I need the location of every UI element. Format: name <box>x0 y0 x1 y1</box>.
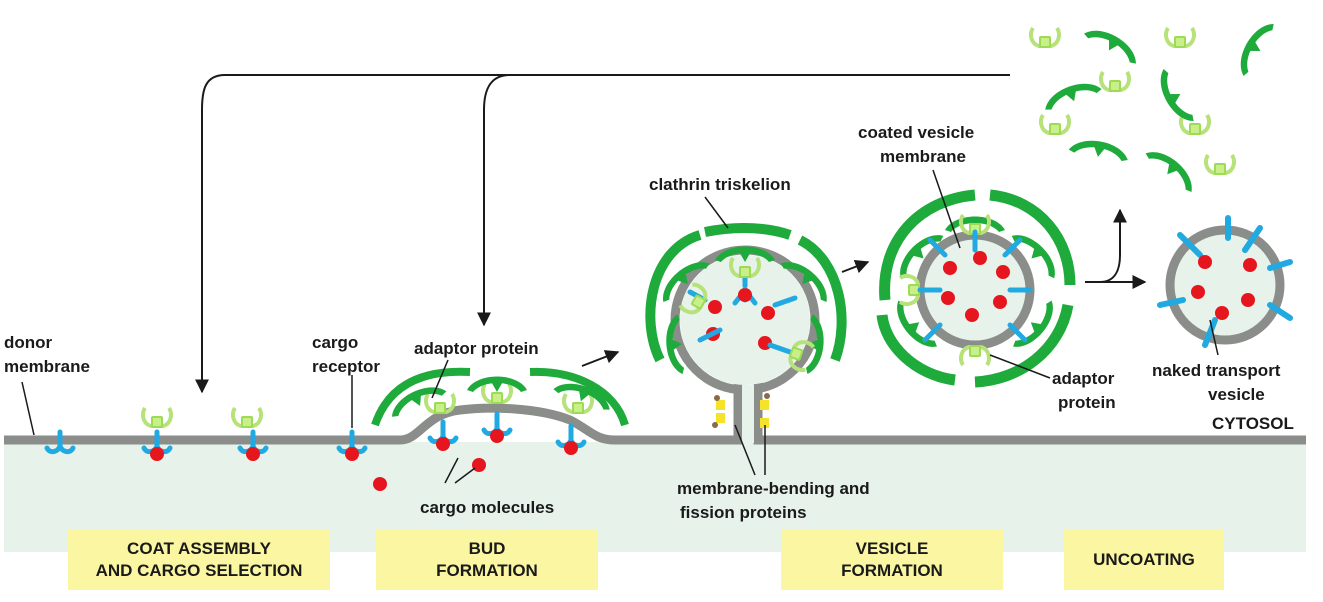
fission-proteins <box>712 393 770 428</box>
label-membrane-bending: membrane-bending and fission proteins <box>677 479 874 522</box>
leader-lines <box>21 169 1219 484</box>
label-cytosol: CYTOSOL <box>1212 414 1294 433</box>
label-adaptor-protein-vesicle: adaptor protein <box>1052 369 1119 412</box>
adaptor-protein <box>231 406 263 430</box>
label-naked-transport-vesicle: naked transport vesicle <box>1152 361 1285 404</box>
arrow-uncoat-up <box>1099 208 1127 283</box>
label-cargo-molecules: cargo molecules <box>420 498 554 517</box>
coated-vesicle <box>876 189 1076 388</box>
released-coat-proteins <box>1029 17 1276 194</box>
budding-vesicle-coat <box>645 223 847 376</box>
cargo-molecule <box>472 458 486 472</box>
naked-transport-vesicle <box>1157 215 1293 348</box>
arrow-vesicle-to-coated <box>841 259 870 274</box>
label-adaptor-protein: adaptor protein <box>414 339 539 358</box>
label-cargo-receptor: cargo receptor <box>312 333 380 376</box>
stage-vesicle-formation: VESICLE FORMATION <box>781 530 1003 590</box>
stage-uncoating: UNCOATING <box>1064 530 1224 590</box>
cargo-molecule <box>373 477 387 491</box>
arrow-bud-to-vesicle <box>581 350 620 367</box>
recycle-arrow <box>195 74 1010 394</box>
label-donor-membrane: donor membrane <box>4 333 90 376</box>
label-coated-vesicle-membrane: coated vesicle membrane <box>858 123 979 166</box>
bud-coat <box>371 367 629 455</box>
stage-coat-assembly: COAT ASSEMBLY AND CARGO SELECTION <box>68 530 330 590</box>
recycle-arrow-branch <box>477 74 511 327</box>
donor-membrane-line <box>4 375 1306 445</box>
label-clathrin-triskelion: clathrin triskelion <box>649 175 791 194</box>
stage-bud-formation: BUD FORMATION <box>376 530 598 590</box>
adaptor-protein <box>141 406 173 430</box>
